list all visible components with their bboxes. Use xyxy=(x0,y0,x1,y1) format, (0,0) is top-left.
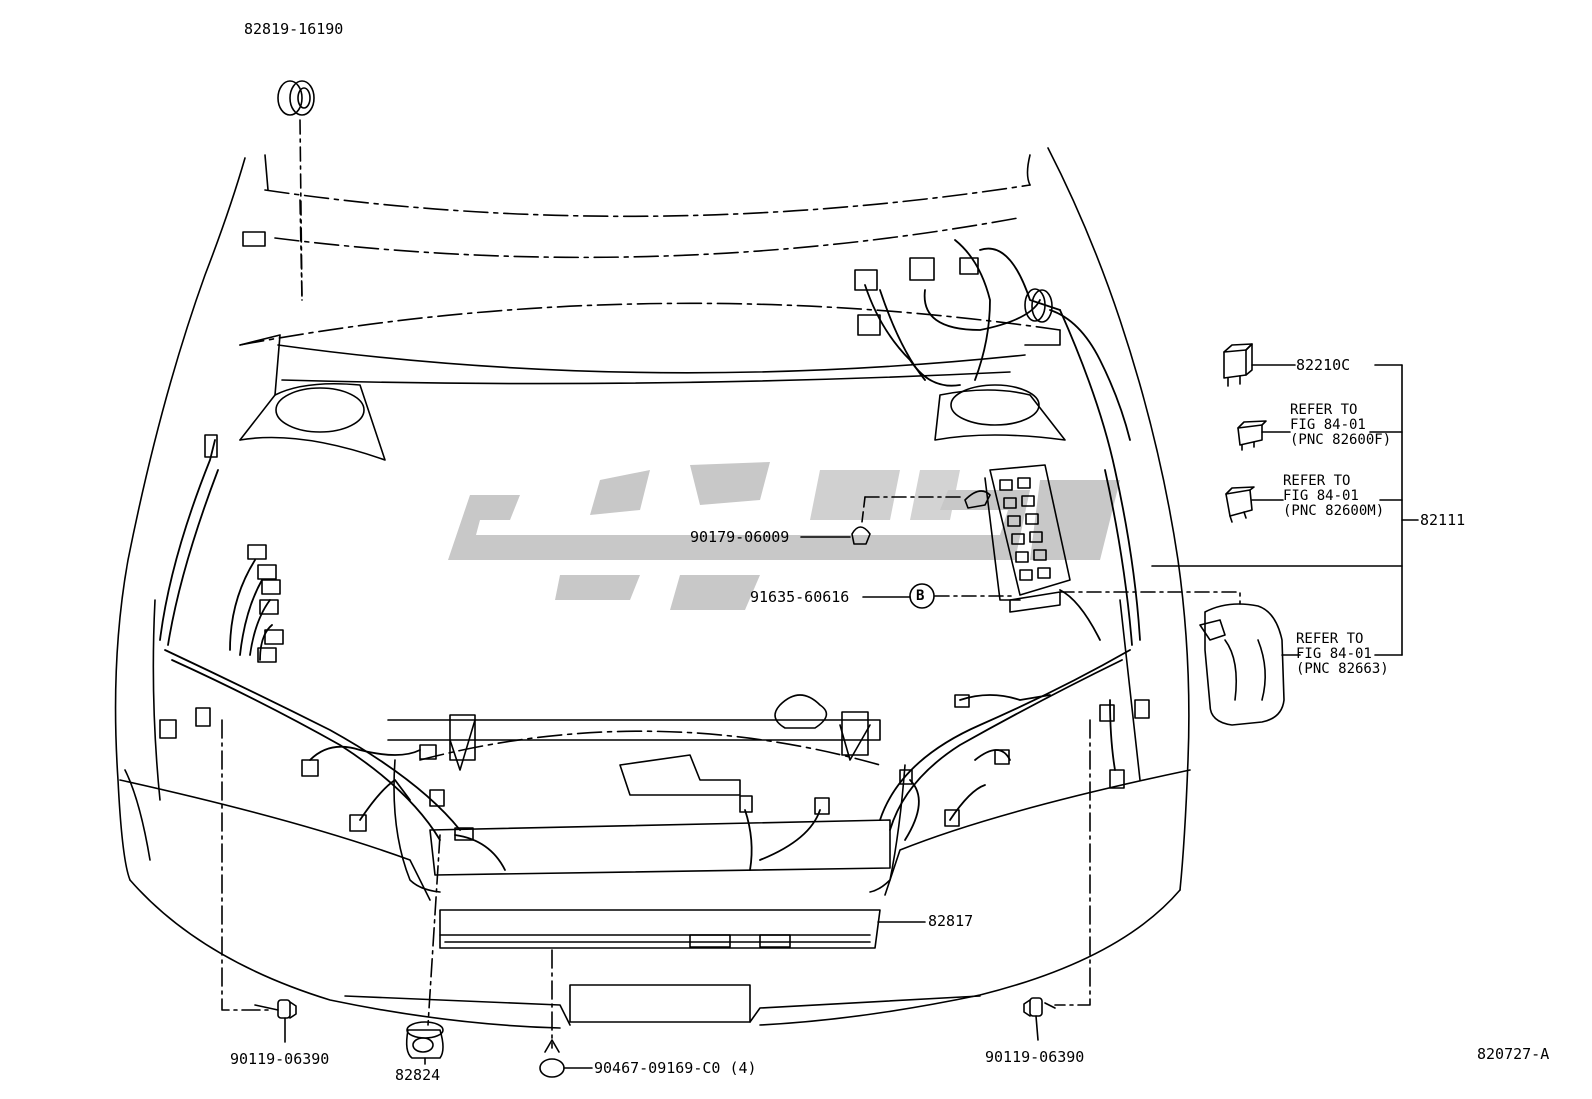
label-82111: 82111 xyxy=(1420,511,1466,529)
relay-part xyxy=(1223,343,1296,387)
ref-e-line3: (PNC 82663) xyxy=(1296,661,1389,677)
callout-b: B xyxy=(916,588,925,604)
ref-note-82600f: REFER TO FIG 84-01 (PNC 82600F) xyxy=(1290,403,1391,448)
ref-f-line2: FIG 84-01 xyxy=(1290,417,1366,433)
car-body-outline xyxy=(114,147,1191,1029)
ref-m-line2: FIG 84-01 xyxy=(1283,488,1359,504)
leader-dashdot xyxy=(299,199,303,301)
grommet-top-part xyxy=(277,80,315,301)
harness-82111-bracket xyxy=(1151,364,1419,656)
bolt-91635-callout xyxy=(862,583,1241,609)
wiring-harness xyxy=(159,239,1141,871)
ref-f-line3: (PNC 82600F) xyxy=(1290,432,1392,448)
ref-m-line1: REFER TO xyxy=(1283,473,1351,489)
connectors xyxy=(159,231,1150,841)
grommet-82824-part xyxy=(405,834,444,1065)
label-91635-60616: 91635-60616 xyxy=(750,588,850,606)
ref-e-line1: REFER TO xyxy=(1296,631,1364,647)
bolt-left-part xyxy=(221,719,297,1043)
ref-f-line1: REFER TO xyxy=(1290,402,1358,418)
label-90119-06390-left: 90119-06390 xyxy=(230,1050,330,1068)
connector-82600m xyxy=(1225,486,1284,523)
label-82819-16190: 82819-16190 xyxy=(244,20,344,38)
hood-outline xyxy=(239,184,1061,766)
bracket-82817-part xyxy=(439,921,926,948)
clip-90467-part xyxy=(539,949,593,1078)
ref-note-82600m: REFER TO FIG 84-01 (PNC 82600M) xyxy=(1283,474,1384,519)
ref-note-82663: REFER TO FIG 84-01 (PNC 82663) xyxy=(1296,632,1389,677)
ref-e-line2: FIG 84-01 xyxy=(1296,646,1372,662)
bolt-right-part xyxy=(1023,719,1091,1041)
ecu-bracket-part xyxy=(1199,603,1301,726)
label-82824: 82824 xyxy=(395,1066,441,1084)
label-82817: 82817 xyxy=(928,912,974,930)
junction-block xyxy=(964,464,1071,613)
label-90179-06009: 90179-06009 xyxy=(690,528,790,546)
label-82210c: 82210C xyxy=(1296,356,1351,374)
connector-82600f xyxy=(1237,420,1291,451)
ref-m-line3: (PNC 82600M) xyxy=(1283,503,1385,519)
figure-code: 820727-A xyxy=(1477,1045,1550,1063)
label-90119-06390-right: 90119-06390 xyxy=(985,1048,1085,1066)
label-90467-09169-c0: 90467-09169-C0 (4) xyxy=(594,1059,757,1077)
clip-90179-part xyxy=(800,496,966,545)
